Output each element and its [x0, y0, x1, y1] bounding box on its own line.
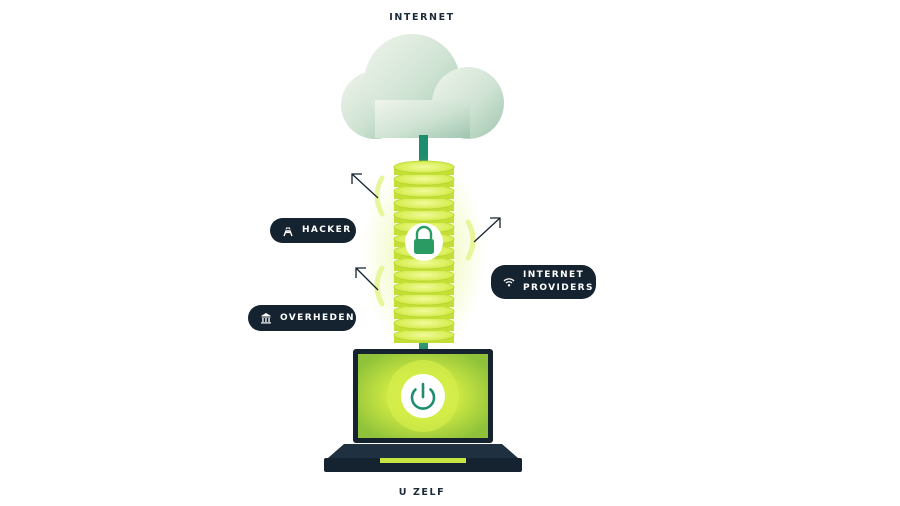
internet-label: INTERNET [389, 12, 455, 23]
arrow-up-left-top [351, 173, 379, 199]
hacker-pill: HACKER [270, 218, 356, 243]
deflection-arcs [374, 175, 476, 307]
government-label: OVERHEDEN [280, 312, 355, 323]
arrow-up-right [473, 217, 501, 243]
deflection-arrows [351, 173, 501, 291]
providers-pill: INTERNET PROVIDERS [491, 265, 596, 299]
power-icon[interactable] [401, 374, 445, 418]
hacker-label: HACKER [302, 225, 352, 235]
arrow-up-left-bottom [355, 267, 379, 291]
wifi-icon [503, 276, 515, 288]
government-pill: OVERHEDEN [248, 305, 356, 331]
tunnel-disc [393, 160, 455, 174]
cloud-icon [341, 34, 504, 139]
providers-label: INTERNET PROVIDERS [523, 270, 594, 293]
padlock-icon [405, 223, 443, 261]
you-label: U ZELF [398, 487, 446, 498]
hacker-icon [282, 225, 294, 237]
government-building-icon [260, 312, 272, 324]
